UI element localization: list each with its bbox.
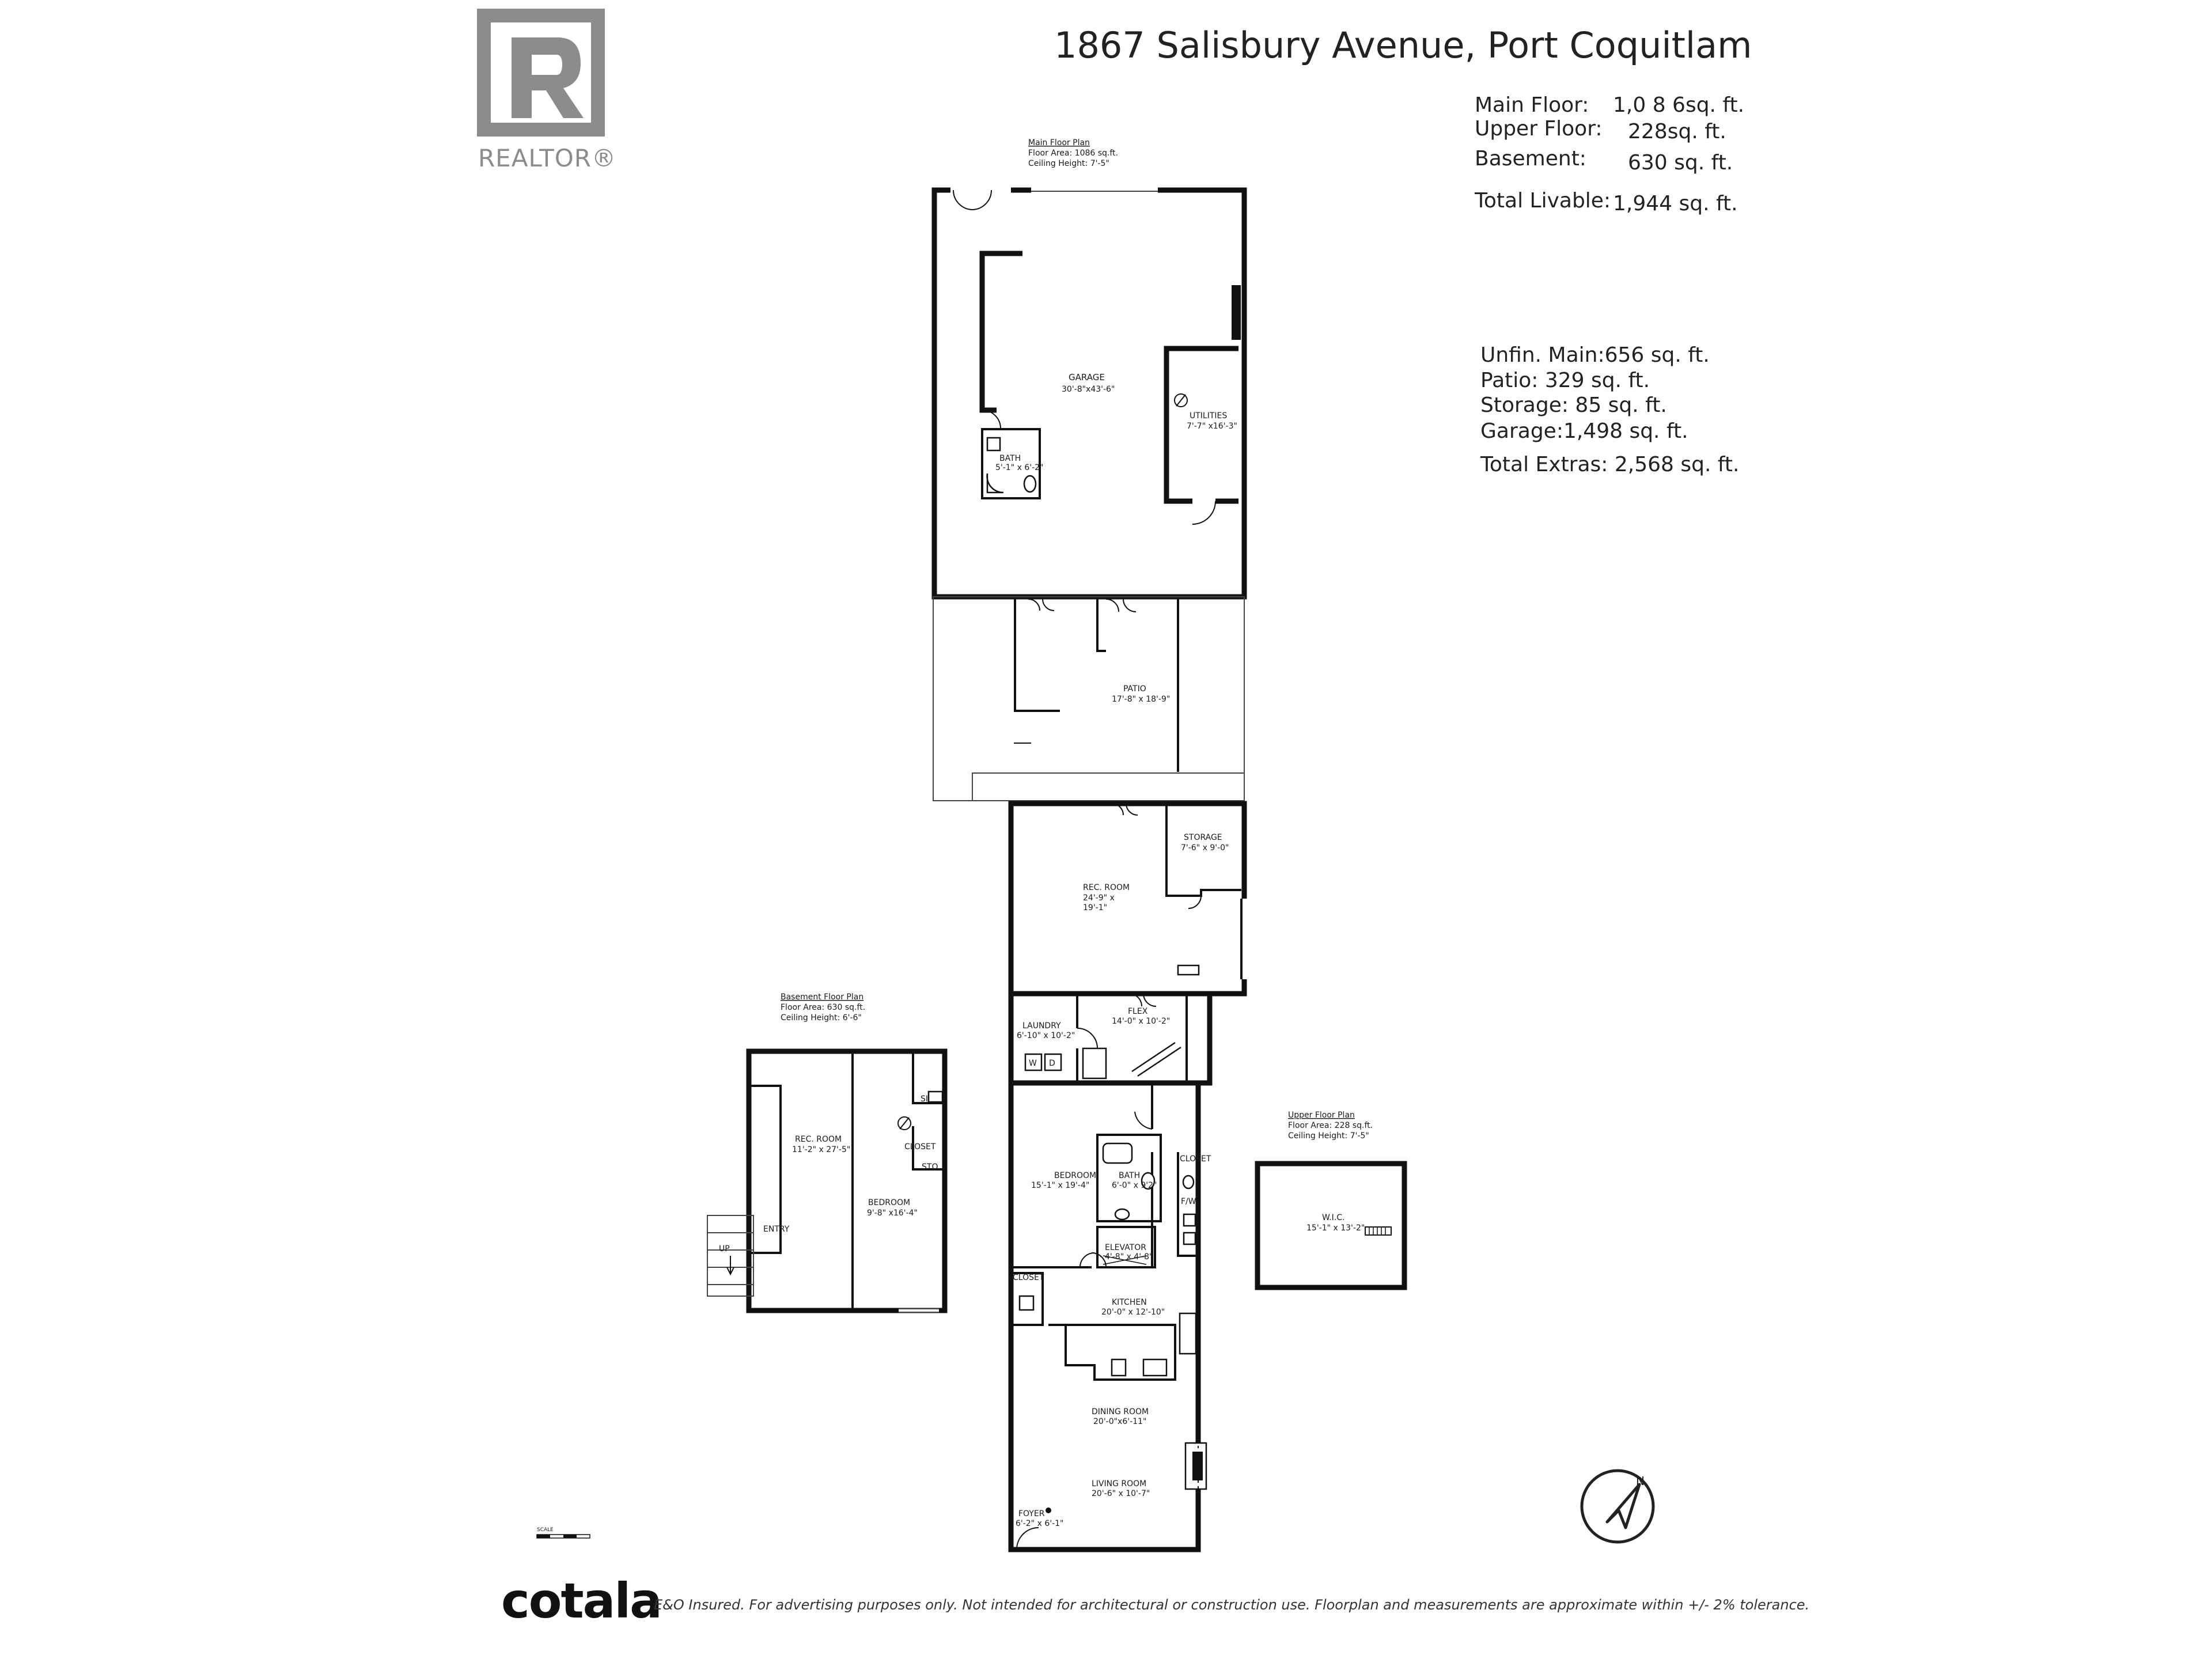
upper-plan-ceiling: Ceiling Height: 7'-5" <box>1288 1131 1369 1141</box>
storage-label: STORAGE <box>1184 833 1222 842</box>
foyer-dims: 6'-2" x 6'-1" <box>1016 1519 1064 1528</box>
utilities-walls <box>1164 346 1238 504</box>
basement-rec-label: REC. ROOM <box>795 1135 842 1144</box>
garage-double-door <box>953 190 992 210</box>
basement-closet-label: CLOSET <box>904 1142 936 1152</box>
scale-bar: SCALE <box>536 1527 590 1539</box>
patio-label: PATIO <box>1123 684 1146 694</box>
fw-label: F/W <box>1181 1197 1196 1206</box>
realtor-logo-mark <box>477 9 605 137</box>
washer-icon: W <box>1029 1059 1037 1068</box>
upper-plan-title: Upper Floor Plan <box>1288 1111 1355 1120</box>
basement-stair-notch <box>749 1085 782 1254</box>
stat-value-basement: 630 sq. ft. <box>1628 151 1733 175</box>
compass-north-letter: N <box>1636 1474 1645 1488</box>
stat-label-main-floor: Main Floor: <box>1475 93 1589 117</box>
garage-inner-wall <box>979 251 1022 413</box>
living-dims: 20'-6" x 10'-7" <box>1092 1489 1150 1498</box>
rec-room-dims: 24'-9" x <box>1083 893 1115 903</box>
extra-total: Total Extras: 2,568 sq. ft. <box>1480 453 1740 476</box>
basement-stairs <box>707 1215 754 1297</box>
cotala-brand-logo: cotala <box>501 1573 662 1629</box>
patio-dims: 17'-8" x 18'-9" <box>1112 695 1170 704</box>
flex-label: FLEX <box>1128 1007 1148 1016</box>
garage-bath-walls <box>981 428 1041 499</box>
basement-bedroom-label: BEDROOM <box>868 1198 910 1207</box>
utilities-dims: 7'-7" x16'-3" <box>1187 422 1237 431</box>
basement-rec-dims: 11'-2" x 27'-5" <box>792 1145 850 1154</box>
main-bath-walls <box>1096 1134 1162 1222</box>
kitchen-closet-label: CLOSET <box>1013 1273 1044 1282</box>
upper-stairs-icon <box>1365 1226 1392 1236</box>
foyer-label: FOYER <box>1018 1509 1045 1518</box>
laundry-flex-walls <box>1008 994 1213 1086</box>
basement-floor-plan: Basement Floor Plan Floor Area: 630 sq.f… <box>707 993 948 1313</box>
main-plan-title: Main Floor Plan <box>1028 138 1090 147</box>
garage-dims: 30'-8"x43'-6" <box>1062 385 1115 394</box>
main-closet-label: CLOSET <box>1180 1154 1211 1164</box>
garage-bath-label: BATH <box>999 454 1021 463</box>
stat-label-basement: Basement: <box>1475 147 1586 171</box>
rec-room-dims-2: 19'-1" <box>1083 903 1107 912</box>
main-plan-ceiling: Ceiling Height: 7'-5" <box>1028 159 1109 168</box>
garage-bath-dims: 5'-1" x 6'-2" <box>995 463 1044 472</box>
basement-entry-label: ENTRY <box>763 1225 790 1234</box>
upper-walls <box>1255 1161 1407 1290</box>
extra-garage: Garage:1,498 sq. ft. <box>1480 419 1688 443</box>
main-bath-dims: 6'-0" x 9'2" <box>1112 1181 1157 1190</box>
extra-storage: Storage: 85 sq. ft. <box>1480 393 1667 417</box>
stat-value-total-livable: 1,944 sq. ft. <box>1613 192 1738 215</box>
basement-walls <box>746 1048 948 1313</box>
elevator-dims: 4'-8" x 4'-8" <box>1105 1252 1153 1262</box>
patio-area <box>933 596 1245 801</box>
basement-plan-ceiling: Ceiling Height: 6'-6" <box>781 1013 862 1022</box>
basement-bedroom-dims: 9'-8" x16'-4" <box>867 1209 918 1218</box>
main-plan-area: Floor Area: 1086 sq.ft. <box>1028 149 1118 158</box>
laundry-label: LAUNDRY <box>1022 1021 1061 1031</box>
basement-sto-label: STO. <box>922 1162 940 1172</box>
disclaimer-text: E&O Insured. For advertising purposes on… <box>654 1597 1810 1613</box>
wic-label: W.I.C. <box>1322 1213 1345 1222</box>
kitchen-closet-walls <box>1010 1272 1044 1326</box>
elevator-label: ELEVATOR <box>1105 1243 1146 1252</box>
bedroom-label: BEDROOM <box>1054 1171 1096 1180</box>
patio-inner-wall <box>1014 599 1060 712</box>
utilities-label: UTILITIES <box>1190 411 1227 421</box>
upper-plan-area: Floor Area: 228 sq.ft. <box>1288 1121 1373 1130</box>
dryer-icon: D <box>1049 1059 1055 1068</box>
extra-unfinished-main: Unfin. Main:656 sq. ft. <box>1480 343 1710 367</box>
extra-patio: Patio: 329 sq. ft. <box>1480 369 1650 392</box>
property-address: 1867 Salisbury Avenue, Port Coquitlam <box>1054 24 1752 66</box>
main-floor-plan: Main Floor Plan Floor Area: 1086 sq.ft. … <box>931 138 1248 1552</box>
basement-stairs-up-label: UP <box>719 1244 730 1253</box>
kitchen-dims: 20'-0" x 12'-10" <box>1101 1308 1165 1317</box>
flex-dims: 14'-0" x 10'-2" <box>1112 1017 1170 1026</box>
stat-value-main-floor: 1,0 8 6sq. ft. <box>1613 93 1745 117</box>
north-compass-icon: N <box>1580 1469 1655 1544</box>
main-bath-label: BATH <box>1119 1171 1140 1180</box>
garage-label: GARAGE <box>1069 372 1105 382</box>
stat-label-upper-floor: Upper Floor: <box>1475 117 1603 141</box>
basement-plan-area: Floor Area: 630 sq.ft. <box>781 1003 865 1012</box>
laundry-dims: 6'-10" x 10'-2" <box>1017 1031 1075 1040</box>
storage-dims: 7'-6" x 9'-0" <box>1181 843 1229 853</box>
rec-room-walls <box>1008 801 1247 997</box>
upper-floor-plan: Upper Floor Plan Floor Area: 228 sq.ft. … <box>1255 1111 1407 1290</box>
living-label: LIVING ROOM <box>1092 1479 1146 1488</box>
kitchen-label: KITCHEN <box>1112 1298 1147 1307</box>
scale-label: SCALE <box>537 1527 554 1533</box>
dining-label: DINING ROOM <box>1092 1407 1149 1416</box>
realtor-wordmark: REALTOR® <box>478 144 616 172</box>
rec-room-label: REC. ROOM <box>1083 883 1130 892</box>
realtor-r-icon <box>477 9 605 137</box>
dining-dims: 20'-0"x6'-11" <box>1093 1417 1146 1426</box>
stat-label-total-livable: Total Livable: <box>1475 189 1611 213</box>
bedroom-dims: 15'-1" x 19'-4" <box>1031 1181 1089 1190</box>
stat-value-upper-floor: 228sq. ft. <box>1628 120 1726 143</box>
wic-dims: 15'-1" x 13'-2" <box>1306 1224 1365 1233</box>
basement-plan-title: Basement Floor Plan <box>781 993 863 1002</box>
